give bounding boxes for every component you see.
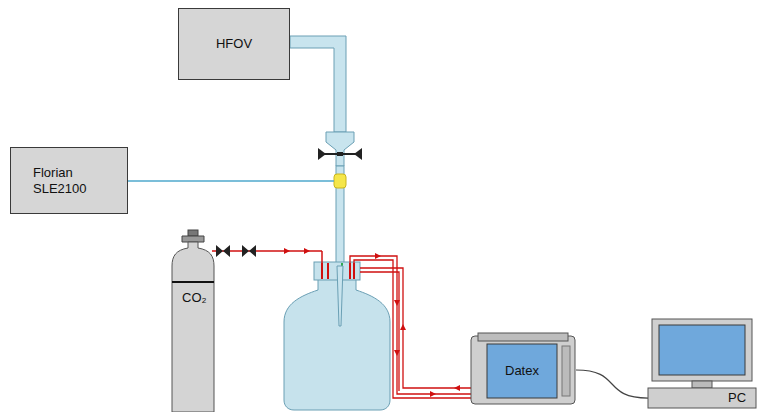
pc-screen (659, 325, 745, 375)
cylinder-valve (182, 236, 204, 242)
gas-cylinder-shape (170, 228, 216, 412)
flow-arrow (375, 253, 460, 397)
node-label: PC (728, 390, 746, 406)
node-label: HFOV (216, 36, 252, 52)
cylinder-body (172, 242, 214, 412)
monitor-housing (471, 336, 575, 404)
stopcock (318, 148, 362, 160)
monitor-panel (562, 346, 570, 396)
cylinder-valve (188, 230, 198, 236)
stopper-port (321, 263, 323, 279)
computer: PC (646, 318, 758, 410)
capnograph: Datex (470, 332, 576, 408)
gas-line (321, 251, 323, 264)
node-label: Datex (505, 363, 539, 379)
analyser-box: Florian SLE2100 (10, 147, 128, 214)
sampling-lines (350, 256, 472, 398)
pc-base (648, 388, 756, 408)
pressure-sensor (334, 174, 346, 188)
node-label: Florian SLE2100 (33, 165, 105, 196)
valve (216, 245, 256, 257)
stopper-port (353, 263, 355, 279)
flow-arrow (304, 248, 310, 254)
sensor-line (128, 180, 334, 181)
stopper-port (327, 263, 329, 279)
cylinder-band (172, 281, 214, 283)
pc-stand (692, 381, 712, 388)
monitor-handle (478, 333, 568, 341)
tube-connector (326, 132, 354, 166)
ventilator-box: HFOV (178, 8, 290, 80)
catheter-tip (337, 266, 343, 326)
bottle (284, 278, 390, 410)
stopper-port (349, 263, 351, 279)
flow-arrow (284, 248, 290, 254)
gas-cylinder: CO₂ (170, 228, 216, 412)
pc-monitor (652, 319, 752, 381)
ventilator-tube (290, 36, 346, 132)
monitor-screen (487, 344, 557, 398)
data-cable (576, 370, 648, 398)
node-label: CO₂ (182, 290, 207, 306)
